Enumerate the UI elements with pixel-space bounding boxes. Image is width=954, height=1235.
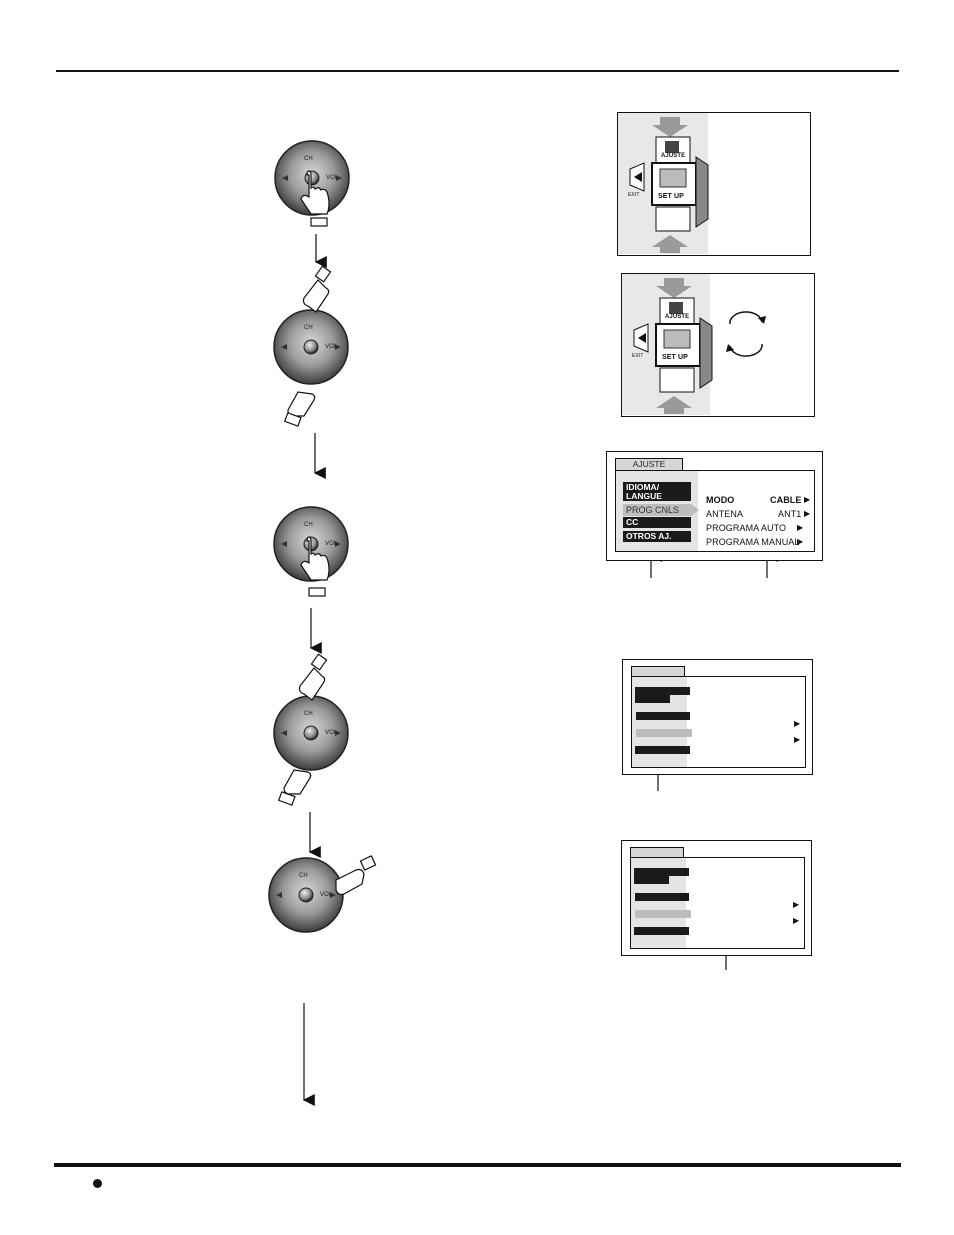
setup-menu-screen: AJUSTE IDIOMA/ LANGUE PROG CNLS CC OTROS…	[606, 451, 823, 561]
hand-down-icon-2	[283, 391, 316, 427]
thumb2-bar-2	[635, 893, 689, 901]
row-antena-value: ANT1	[778, 509, 802, 519]
menu-tab: AJUSTE	[615, 458, 683, 470]
row-antena-label: ANTENA	[706, 509, 744, 519]
thumb2-bar-4	[634, 927, 689, 935]
hand-press-icon-3	[300, 536, 330, 597]
ch-label-4: CH	[304, 711, 313, 717]
row-programa-manual-label: PROGRAMA MANUAL	[706, 537, 800, 547]
icon-wheel-graphic-2	[622, 274, 713, 415]
thumb2-arrow-icon-1: ▶	[793, 900, 800, 909]
menu-body: IDIOMA/ LANGUE PROG CNLS CC OTROS AJ. MO…	[615, 470, 815, 552]
thumb1-bar-1	[635, 687, 690, 695]
thumb2-body: ▶ ▶	[630, 857, 805, 949]
bottom-rule	[54, 1163, 901, 1167]
vol-label-5: VOL	[320, 892, 333, 898]
thumb1-arrow-icon-2: ▶	[794, 735, 801, 744]
thumb1-tab	[631, 666, 685, 676]
menu-thumbnail-1: ▶ ▶	[622, 659, 813, 775]
menu-item-prog-cnls[interactable]: PROG CNLS	[623, 504, 699, 516]
row-modo-value: CABLE	[770, 495, 802, 505]
remote-pad-5	[268, 857, 344, 933]
icon-wheel-panel-1: AJUSTE SET UP EXIT	[617, 112, 811, 256]
ch-label-3: CH	[304, 522, 313, 528]
vol-label-2: VOL	[325, 344, 338, 350]
vol-label-1: VOL	[326, 175, 339, 181]
thumb1-body: ▶ ▶	[631, 676, 806, 768]
thumb1-bar-4	[635, 746, 690, 754]
thumb2-bar-1b	[634, 876, 669, 884]
vol-label-3: VOL	[325, 541, 338, 547]
thumb2-tab	[630, 847, 684, 857]
ch-label-2: CH	[304, 325, 313, 331]
icon-wheel-panel-2: AJUSTE SET UP EXIT	[621, 273, 815, 417]
wheel-center-label-2: SET UP	[662, 354, 688, 361]
row-modo-label: MODO	[706, 495, 735, 505]
menu-item-idioma[interactable]: IDIOMA/ LANGUE	[623, 482, 691, 501]
icon-wheel-graphic-1	[618, 113, 709, 254]
thumb2-bar-1	[634, 868, 689, 876]
row-modo-arrow-icon: ▶	[804, 495, 811, 504]
ch-label-1: CH	[304, 156, 313, 162]
hand-right-icon-5	[335, 855, 377, 896]
menu-item-otros[interactable]: OTROS AJ.	[623, 531, 691, 542]
wheel-exit-label-2: EXIT	[632, 353, 644, 359]
thumb1-bar-3	[636, 729, 692, 737]
menu-thumbnail-2: ▶ ▶	[621, 840, 812, 956]
hand-down-icon-4	[277, 769, 312, 806]
hand-up-icon-2	[302, 265, 332, 313]
thumb1-bar-2	[636, 712, 690, 720]
rotate-cycle-icon	[726, 311, 766, 357]
thumb2-arrow-icon-2: ▶	[793, 916, 800, 925]
row-antena-arrow-icon: ▶	[804, 509, 811, 518]
vol-label-4: VOL	[325, 730, 338, 736]
thumb2-bar-3	[635, 910, 691, 918]
wheel-center-label-1: SET UP	[658, 193, 684, 200]
menu-item-cc[interactable]: CC	[623, 517, 691, 528]
bullet-icon	[93, 1179, 102, 1188]
remote-pad-2	[273, 309, 349, 385]
hand-press-icon-1	[300, 170, 330, 227]
ch-label-5: CH	[299, 873, 308, 879]
row-programa-auto-label: PROGRAMA AUTO	[706, 523, 787, 533]
wheel-top-label-2: AJUSTE	[665, 314, 690, 320]
wheel-exit-label-1: EXIT	[628, 192, 640, 198]
thumb1-arrow-icon-1: ▶	[794, 719, 801, 728]
top-rule	[56, 70, 899, 72]
wheel-top-label-1: AJUSTE	[661, 153, 686, 159]
thumb1-bar-1b	[635, 695, 670, 703]
hand-up-icon-4	[298, 653, 328, 701]
row-programa-manual-arrow-icon: ▶	[797, 537, 804, 546]
row-programa-auto-arrow-icon: ▶	[797, 523, 804, 532]
